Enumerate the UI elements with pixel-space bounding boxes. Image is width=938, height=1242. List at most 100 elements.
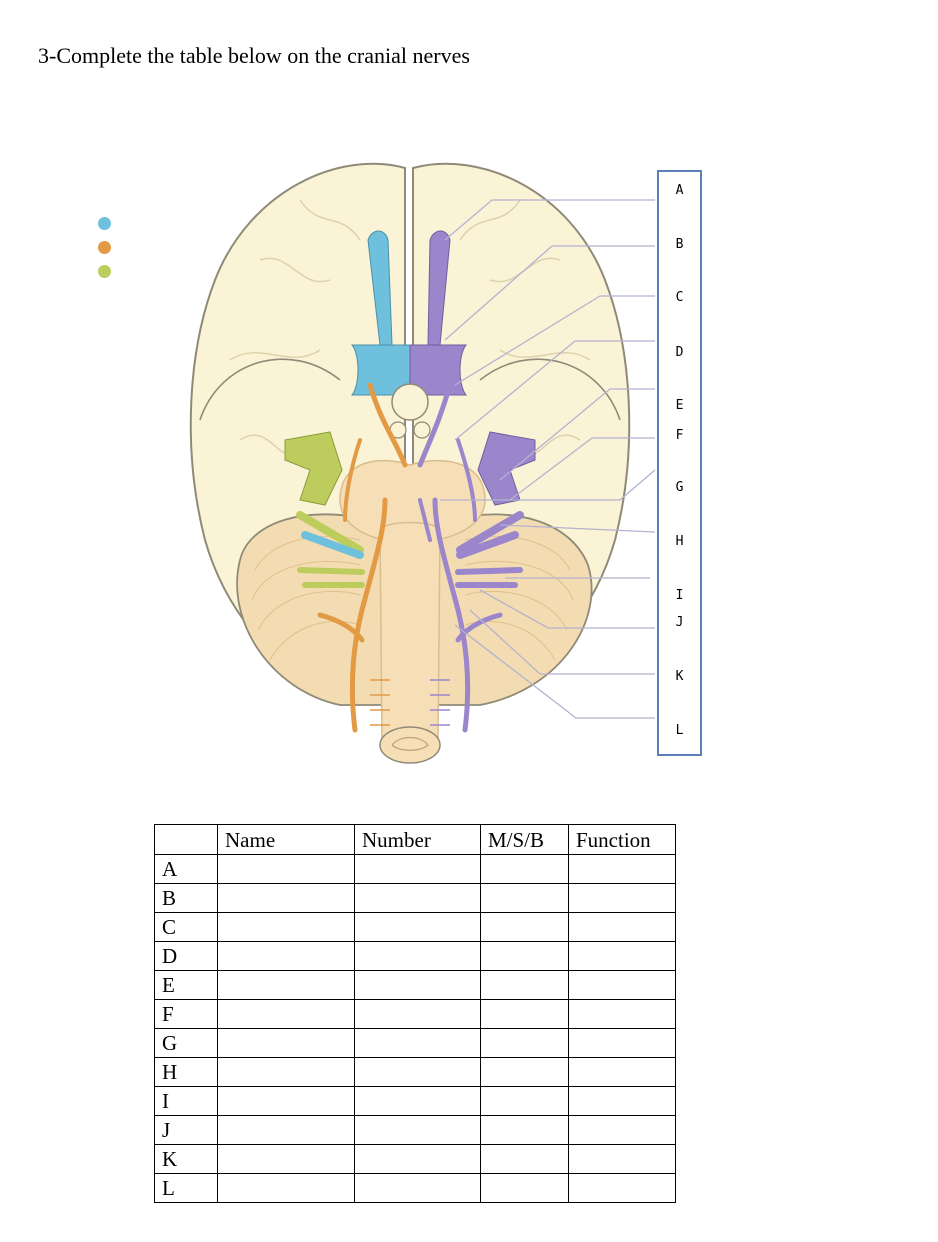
- row-letter-cell: J: [154, 1115, 218, 1145]
- answer-cell-function[interactable]: [568, 1115, 676, 1145]
- answer-cell-msb[interactable]: [480, 1086, 569, 1116]
- diagram-label-letter: F: [675, 428, 684, 443]
- answer-cell-msb[interactable]: [480, 912, 569, 942]
- diagram-label-letter: I: [675, 588, 684, 603]
- diagram-label-letter: A: [675, 183, 684, 198]
- table-row: B: [154, 883, 676, 913]
- table-header-msb: M/S/B: [480, 824, 569, 855]
- diagram-label-letter: D: [675, 345, 684, 360]
- olfactory-tract-right: [427, 230, 451, 346]
- answer-cell-number[interactable]: [354, 1057, 481, 1087]
- row-letter-cell: F: [154, 999, 218, 1029]
- table-header-number: Number: [354, 824, 481, 855]
- answer-cell-number[interactable]: [354, 999, 481, 1029]
- answer-cell-function[interactable]: [568, 999, 676, 1029]
- answer-cell-msb[interactable]: [480, 1028, 569, 1058]
- answer-cell-name[interactable]: [217, 1115, 355, 1145]
- worksheet-question: 3-Complete the table below on the crania…: [38, 43, 470, 68]
- diagram-label-letter: H: [675, 534, 684, 549]
- table-row: G: [154, 1028, 676, 1058]
- answer-cell-number[interactable]: [354, 854, 481, 884]
- table-row: L: [154, 1173, 676, 1203]
- answer-cell-number[interactable]: [354, 1028, 481, 1058]
- row-letter-cell: I: [154, 1086, 218, 1116]
- answer-cell-function[interactable]: [568, 1028, 676, 1058]
- answer-cell-msb[interactable]: [480, 854, 569, 884]
- answer-cell-msb[interactable]: [480, 1115, 569, 1145]
- answer-cell-function[interactable]: [568, 970, 676, 1000]
- table-row: J: [154, 1115, 676, 1145]
- answer-cell-msb[interactable]: [480, 1173, 569, 1203]
- diagram-label-letter: G: [675, 480, 684, 495]
- cranial-nerve-diagram: [189, 162, 656, 764]
- answer-cell-msb[interactable]: [480, 970, 569, 1000]
- optic-chiasm-right: [409, 344, 468, 396]
- row-letter-cell: C: [154, 912, 218, 942]
- row-letter-cell: D: [154, 941, 218, 971]
- row-letter-cell: B: [154, 883, 218, 913]
- trigeminal-left: [284, 431, 343, 506]
- row-letter-cell: L: [154, 1173, 218, 1203]
- answer-cell-function[interactable]: [568, 1144, 676, 1174]
- row-letter-cell: G: [154, 1028, 218, 1058]
- answer-cell-number[interactable]: [354, 1115, 481, 1145]
- legend-color-dot: [98, 241, 111, 254]
- diagram-label-letter: E: [675, 398, 684, 413]
- row-letter-cell: A: [154, 854, 218, 884]
- table-header-function: Function: [568, 824, 676, 855]
- answer-cell-name[interactable]: [217, 883, 355, 913]
- answer-cell-msb[interactable]: [480, 1057, 569, 1087]
- answer-cell-number[interactable]: [354, 1173, 481, 1203]
- answer-cell-function[interactable]: [568, 854, 676, 884]
- table-row: K: [154, 1144, 676, 1174]
- olfactory-tract-left: [367, 230, 393, 346]
- answer-cell-number[interactable]: [354, 1144, 481, 1174]
- answer-cell-number[interactable]: [354, 912, 481, 942]
- answer-cell-number[interactable]: [354, 970, 481, 1000]
- answer-cell-function[interactable]: [568, 912, 676, 942]
- answer-cell-msb[interactable]: [480, 1144, 569, 1174]
- answer-cell-msb[interactable]: [480, 941, 569, 971]
- trigeminal-right: [477, 431, 536, 506]
- answer-cell-name[interactable]: [217, 1057, 355, 1087]
- answer-cell-number[interactable]: [354, 941, 481, 971]
- legend-color-dot: [98, 265, 111, 278]
- answer-cell-name[interactable]: [217, 1173, 355, 1203]
- answer-cell-name[interactable]: [217, 970, 355, 1000]
- table-row: D: [154, 941, 676, 971]
- brainstem: [379, 521, 441, 756]
- answer-cell-name[interactable]: [217, 941, 355, 971]
- answer-cell-function[interactable]: [568, 1086, 676, 1116]
- answer-cell-name[interactable]: [217, 1144, 355, 1174]
- answer-cell-name[interactable]: [217, 912, 355, 942]
- answer-cell-name[interactable]: [217, 1086, 355, 1116]
- table-row: A: [154, 854, 676, 884]
- legend-color-dot: [98, 217, 111, 230]
- table-row: E: [154, 970, 676, 1000]
- answer-cell-name[interactable]: [217, 854, 355, 884]
- answer-cell-function[interactable]: [568, 941, 676, 971]
- table-row: H: [154, 1057, 676, 1087]
- diagram-label-letter: B: [675, 237, 684, 252]
- diagram-label-letter: L: [675, 723, 684, 738]
- row-letter-cell: H: [154, 1057, 218, 1087]
- table-row: C: [154, 912, 676, 942]
- answer-cell-name[interactable]: [217, 1028, 355, 1058]
- table-row: I: [154, 1086, 676, 1116]
- table-header-blank: [154, 824, 218, 855]
- answer-cell-number[interactable]: [354, 1086, 481, 1116]
- row-letter-cell: K: [154, 1144, 218, 1174]
- answer-cell-function[interactable]: [568, 1057, 676, 1087]
- diagram-label-letter: K: [675, 669, 684, 684]
- row-letter-cell: E: [154, 970, 218, 1000]
- diagram-label-letter: J: [675, 615, 684, 630]
- answer-cell-msb[interactable]: [480, 999, 569, 1029]
- answer-cell-function[interactable]: [568, 1173, 676, 1203]
- table-header-row: Name Number M/S/B Function: [154, 824, 676, 855]
- answer-cell-msb[interactable]: [480, 883, 569, 913]
- answer-cell-number[interactable]: [354, 883, 481, 913]
- answer-cell-function[interactable]: [568, 883, 676, 913]
- answer-cell-name[interactable]: [217, 999, 355, 1029]
